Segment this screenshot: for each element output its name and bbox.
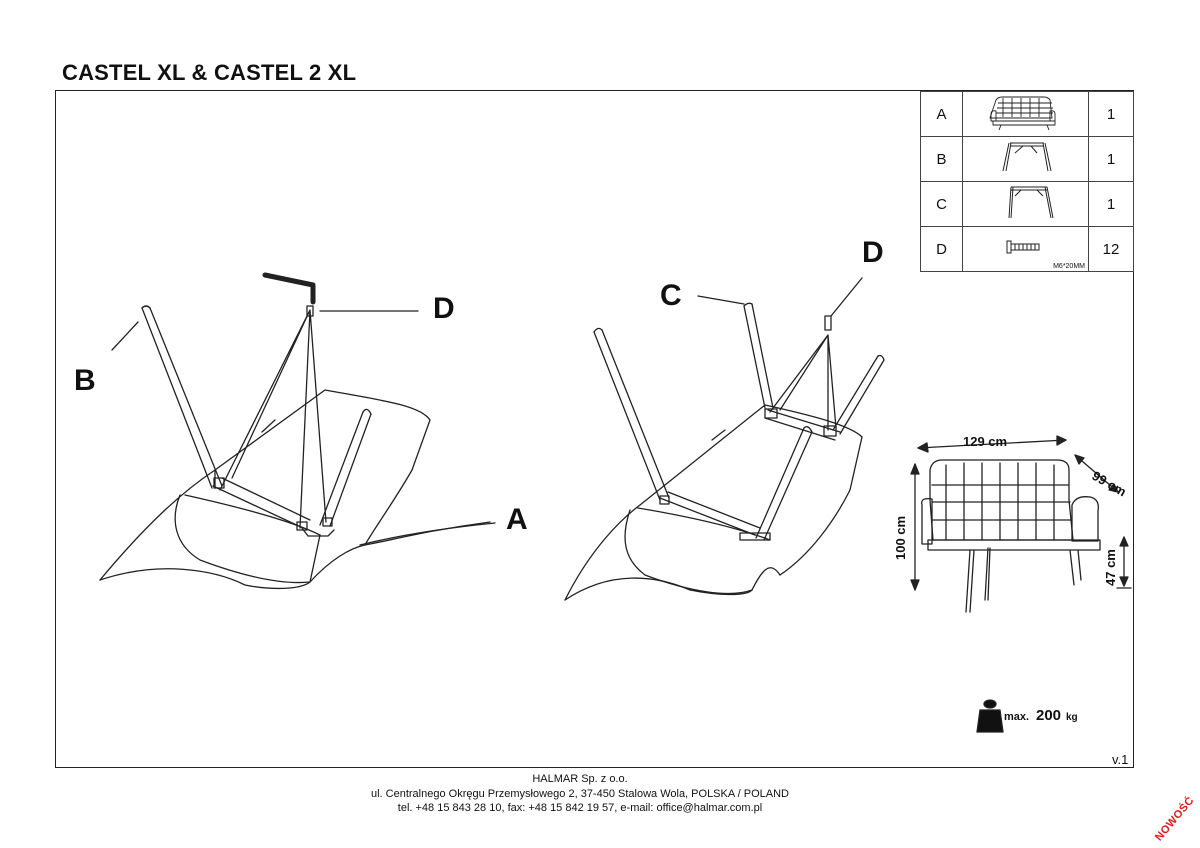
diagram-frame (55, 90, 1134, 768)
part-image (962, 136, 1089, 182)
part-image (962, 181, 1089, 227)
leader-lines-step2 (697, 277, 863, 317)
parts-table: A 1 B (920, 91, 1134, 272)
part-qty: 1 (1088, 136, 1134, 182)
dimension-seat-height: 47 cm (1103, 549, 1118, 586)
label-a: A (506, 503, 528, 536)
part-qty: 1 (1088, 91, 1134, 137)
max-load-label: max. (1004, 711, 1030, 723)
part-image: M6*20MM (962, 226, 1089, 272)
footer-address: ul. Centralnego Okręgu Przemysłowego 2, … (370, 787, 789, 800)
part-row-c: C 1 (920, 181, 1134, 227)
footer-contact: tel. +48 15 843 28 10, fax: +48 15 842 1… (397, 802, 763, 814)
sofa-front-view (921, 459, 1101, 613)
label-b: B (74, 364, 96, 397)
label-d-step2: D (862, 236, 884, 269)
weight-icon (976, 699, 1004, 733)
label-c: C (660, 279, 682, 312)
footer-company: HALMAR Sp. z o.o. (532, 773, 628, 785)
max-load-value: 200 (1036, 707, 1062, 724)
part-row-d: D M6*20MM 12 (920, 226, 1134, 272)
part-letter: B (920, 136, 963, 182)
angled-legs-icon (1002, 142, 1052, 172)
straight-legs-icon (1008, 186, 1054, 219)
bolt-icon (1006, 240, 1040, 254)
page-title: CASTEL XL & CASTEL 2 XL (62, 60, 357, 85)
part-qty: 12 (1088, 226, 1134, 272)
leader-lines-step1 (111, 310, 496, 546)
part-row-b: B 1 (920, 136, 1134, 182)
step-1-sofa (99, 389, 491, 590)
version-label: v.1 (1112, 752, 1129, 767)
footer: HALMAR Sp. z o.o. ul. Centralnego Okręgu… (0, 772, 1160, 816)
bolts-d-step2 (769, 315, 837, 431)
bolt-caption: M6*20MM (1053, 263, 1085, 270)
max-load-unit: kg (1066, 712, 1078, 723)
sofa-seat-icon (989, 96, 1056, 131)
dimension-width: 129 cm (963, 434, 1008, 449)
dimension-height: 100 cm (893, 515, 908, 560)
dimension-lines (910, 435, 1132, 591)
legs-c (593, 302, 885, 541)
step-2-sofa (564, 404, 863, 601)
label-d-step1: D (433, 292, 455, 325)
legs-b (141, 272, 372, 537)
part-letter: C (920, 181, 963, 227)
bolts-d-step1 (219, 305, 327, 529)
part-image (962, 91, 1089, 137)
